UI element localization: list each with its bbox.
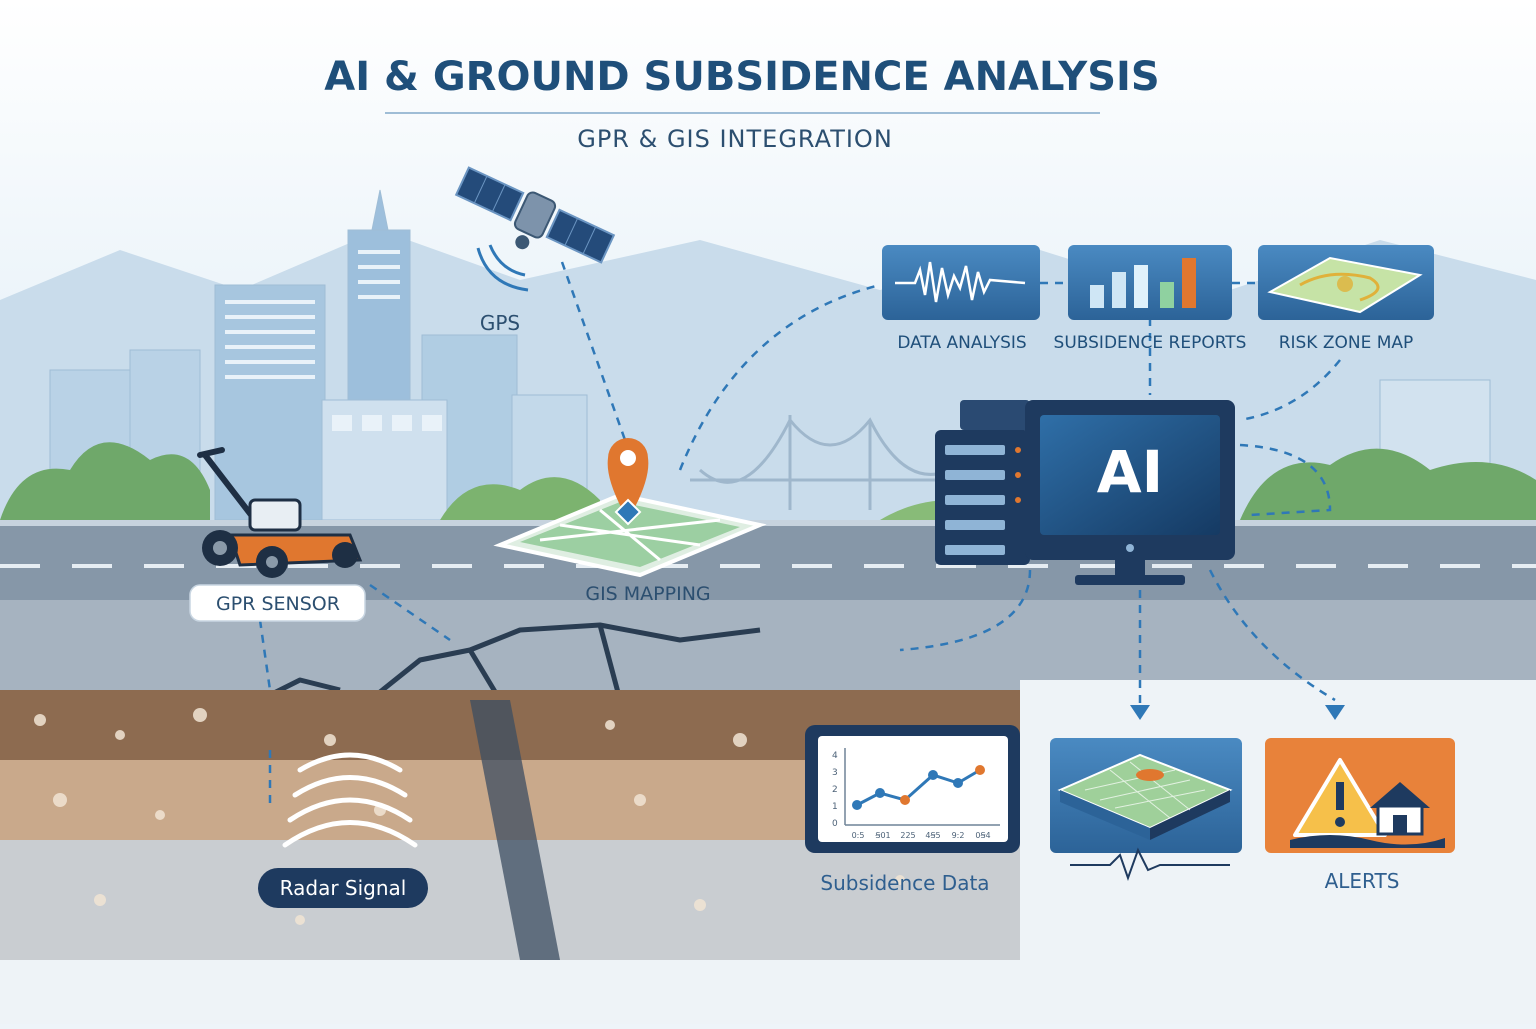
radar-waves-icon xyxy=(282,752,418,848)
data-analysis-label: DATA ANALYSIS xyxy=(897,333,1026,353)
seismic-line xyxy=(1070,847,1230,882)
chart-y-tick: 3 xyxy=(832,768,838,778)
gps-signal-waves xyxy=(476,244,529,292)
subsidence-data-label: Subsidence Data xyxy=(820,871,989,895)
chart-y-tick: 1 xyxy=(832,802,838,812)
gpr-sensor-badge xyxy=(189,584,366,622)
chart-y-tick: 4 xyxy=(832,751,838,761)
gpr-sensor-label: GPR SENSOR xyxy=(216,593,340,615)
chart-x-tick: Ꞩ01 xyxy=(875,831,890,840)
page-subtitle: GPR & GIS INTEGRATION xyxy=(577,125,893,153)
subsidence-reports-label: SUBSIDENCE REPORTS xyxy=(1054,333,1247,353)
data-analysis-card[interactable] xyxy=(882,245,1040,320)
alerts-card[interactable] xyxy=(1265,738,1455,853)
subsidence-data-tablet[interactable]: 4 3 2 1 0 0:5 Ꞩ01 225 4Ꞩ5 9:2 0Ꞩ4 xyxy=(805,725,1020,853)
server-rack-icon xyxy=(935,400,1030,565)
radar-signal-badge xyxy=(258,868,428,908)
alerts-label: ALERTS xyxy=(1325,869,1400,893)
page-title: AI & GROUND SUBSIDENCE ANALYSIS xyxy=(324,54,1160,100)
subsidence-reports-card[interactable] xyxy=(1068,245,1232,320)
chart-x-tick: 9:2 xyxy=(952,831,965,840)
chart-x-tick: 0Ꞩ4 xyxy=(975,831,990,840)
soil-cross-section xyxy=(0,690,1020,973)
gis-map-icon xyxy=(493,492,767,578)
connector-arrowheads xyxy=(1130,705,1345,720)
radar-signal-label: Radar Signal xyxy=(280,876,407,900)
connector-lines xyxy=(258,261,1341,810)
bridge xyxy=(690,415,960,510)
gps-label: GPS xyxy=(480,311,520,335)
bar-chart-icon xyxy=(1090,258,1196,308)
chart-y-tick: 0 xyxy=(832,819,838,829)
pavement-cracks xyxy=(258,622,761,703)
terrain-map-card[interactable] xyxy=(1050,738,1242,882)
waveform-icon xyxy=(895,261,1026,303)
gpr-cart-icon xyxy=(197,447,363,578)
location-pin-icon xyxy=(607,438,649,526)
city-windows xyxy=(225,250,442,431)
house-icon xyxy=(1370,782,1430,836)
risk-zone-map-card[interactable] xyxy=(1258,245,1434,320)
gis-mapping-label: GIS MAPPING xyxy=(585,583,710,605)
chart-x-tick: 0:5 xyxy=(852,831,865,840)
chart-y-tick: 2 xyxy=(832,785,838,795)
satellite-icon xyxy=(454,166,616,264)
chart-x-tick: 4Ꞩ5 xyxy=(925,831,940,840)
risk-zone-map-label: RISK ZONE MAP xyxy=(1279,333,1414,353)
chart-x-tick: 225 xyxy=(900,831,915,840)
ai-monitor-icon xyxy=(1025,400,1235,585)
ai-label: AI xyxy=(1097,438,1163,506)
